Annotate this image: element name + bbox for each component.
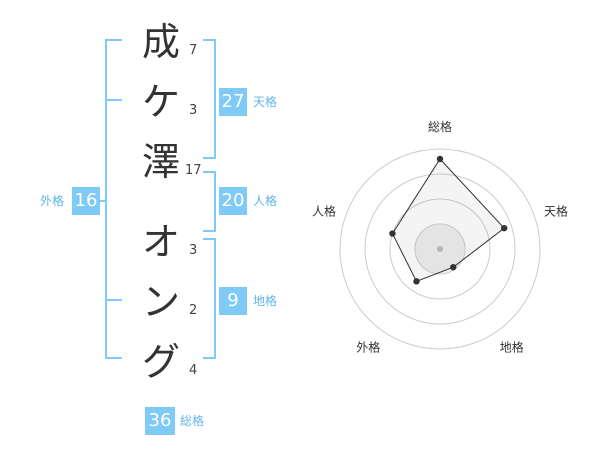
gaikaku-badge: 16: [72, 187, 100, 215]
radar-polygon: [391, 158, 505, 282]
chikaku-bracket-bottom: [203, 357, 216, 359]
radar-axis-label: 外格: [356, 340, 380, 355]
gaikaku-bracket-bottom: [105, 357, 122, 359]
stroke-count-4: 3: [189, 243, 198, 258]
chikaku-badge: 9: [219, 287, 247, 315]
radar-center: [437, 246, 443, 252]
stroke-count-3: 17: [185, 163, 202, 178]
soukaku-badge: 36: [145, 407, 175, 435]
radar-ring-4: [339, 148, 541, 350]
jinkaku-bracket-bottom: [203, 230, 216, 232]
chikaku-bracket-top: [203, 238, 216, 240]
chikaku-label: 地格: [253, 294, 278, 308]
radar-axis-label: 人格: [312, 203, 336, 218]
tenkaku-badge: 27: [219, 88, 247, 116]
radar-axis-label: 地格: [500, 340, 524, 355]
stroke-count-6: 4: [189, 363, 198, 378]
radar-point-地格: [450, 264, 457, 271]
name-char-2: ケ: [141, 80, 180, 124]
radar-point-総格: [436, 155, 444, 163]
stroke-count-2: 3: [189, 103, 198, 118]
radar-point-天格: [500, 224, 508, 232]
gaikaku-bracket-tick-1: [105, 99, 122, 101]
name-char-3: 澤: [141, 140, 180, 184]
jinkaku-badge: 20: [219, 187, 247, 215]
chikaku-bracket-vertical: [214, 238, 216, 359]
name-char-5: ン: [141, 280, 180, 324]
stroke-count-1: 7: [189, 43, 198, 58]
jinkaku-bracket-vertical: [214, 171, 216, 232]
gaikaku-label: 外格: [40, 194, 65, 208]
tenkaku-bracket-bottom: [203, 157, 216, 159]
name-char-6: グ: [141, 340, 180, 384]
jinkaku-label: 人格: [253, 194, 278, 208]
radar-point-外格: [413, 278, 420, 285]
gaikaku-bracket-top: [105, 39, 122, 41]
gaikaku-bracket-vertical: [105, 39, 107, 359]
name-char-4: オ: [141, 220, 180, 264]
jinkaku-bracket-top: [203, 171, 216, 173]
gaikaku-bracket-tick-2: [105, 299, 122, 301]
tenkaku-bracket-vertical: [214, 39, 216, 159]
radar-ring-2: [389, 198, 491, 300]
name-char-1: 成: [141, 20, 180, 64]
radar-point-人格: [389, 230, 396, 237]
radar-axis-label: 天格: [544, 203, 568, 218]
stroke-count-5: 2: [189, 303, 198, 318]
radar-axis-label: 総格: [428, 119, 452, 134]
radar-shape: [389, 155, 508, 285]
soukaku-label: 総格: [180, 414, 205, 428]
tenkaku-label: 天格: [253, 95, 278, 109]
tenkaku-bracket-top: [203, 39, 216, 41]
gaikaku-bracket-connector: [98, 200, 106, 202]
radar-grid: [339, 148, 541, 350]
radar-ring-3: [364, 173, 516, 325]
